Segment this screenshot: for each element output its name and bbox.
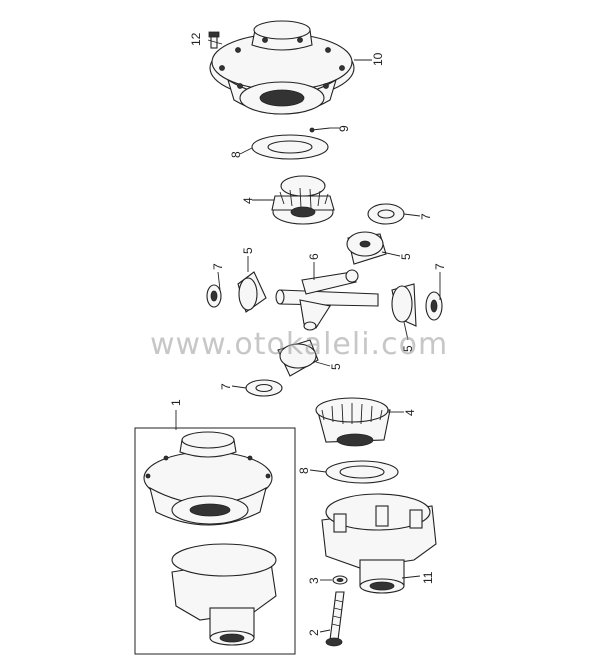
callout-10: 10 [371, 52, 385, 66]
callout-5-left: 5 [241, 247, 255, 254]
callout-7-right-top: 7 [419, 213, 433, 220]
case-half-lower [321, 493, 437, 594]
washer-bottom [245, 379, 283, 397]
assembly-frame [134, 427, 296, 655]
bolt-long [325, 591, 345, 647]
leader-lines [175, 39, 441, 633]
thrust-washer-lower [325, 460, 399, 484]
assembled-case-bottom [171, 543, 277, 646]
pin [309, 127, 331, 133]
callout-8-top: 8 [229, 151, 243, 158]
callout-5-upper: 5 [399, 253, 413, 260]
washer-left [206, 284, 222, 308]
callout-12: 12 [189, 32, 203, 46]
watermark: www.otokaleli.com [150, 327, 448, 362]
callout-7-left: 7 [211, 263, 225, 270]
callout-8-lower: 8 [297, 467, 311, 474]
lock-washer [332, 575, 348, 585]
pinion-gear-lower [277, 339, 319, 377]
callout-2: 2 [307, 629, 321, 636]
callout-3: 3 [307, 577, 321, 584]
callout-9: 9 [337, 125, 351, 132]
cross-shaft [275, 269, 379, 331]
callout-11: 11 [421, 571, 435, 584]
washer-right [425, 291, 443, 321]
callout-1: 1 [169, 399, 183, 406]
callout-6: 6 [307, 253, 321, 260]
washer-right-top [367, 203, 405, 225]
callout-7-bottom: 7 [219, 383, 233, 390]
callout-4-top: 4 [241, 197, 255, 204]
callout-5-right: 5 [401, 345, 415, 352]
side-gear-top [271, 175, 335, 225]
callout-4-lower: 4 [403, 409, 417, 416]
callout-5-lower: 5 [329, 363, 343, 370]
side-gear-lower [315, 397, 391, 447]
pinion-gear-right [391, 283, 417, 327]
case-half-top [209, 20, 355, 115]
assembled-case-top [143, 431, 273, 526]
pinion-gear-left [237, 271, 267, 313]
thrust-washer-top [251, 134, 329, 160]
pinion-gear-upper [346, 231, 387, 265]
callout-7-right: 7 [433, 263, 447, 270]
bolt-small [208, 31, 220, 49]
